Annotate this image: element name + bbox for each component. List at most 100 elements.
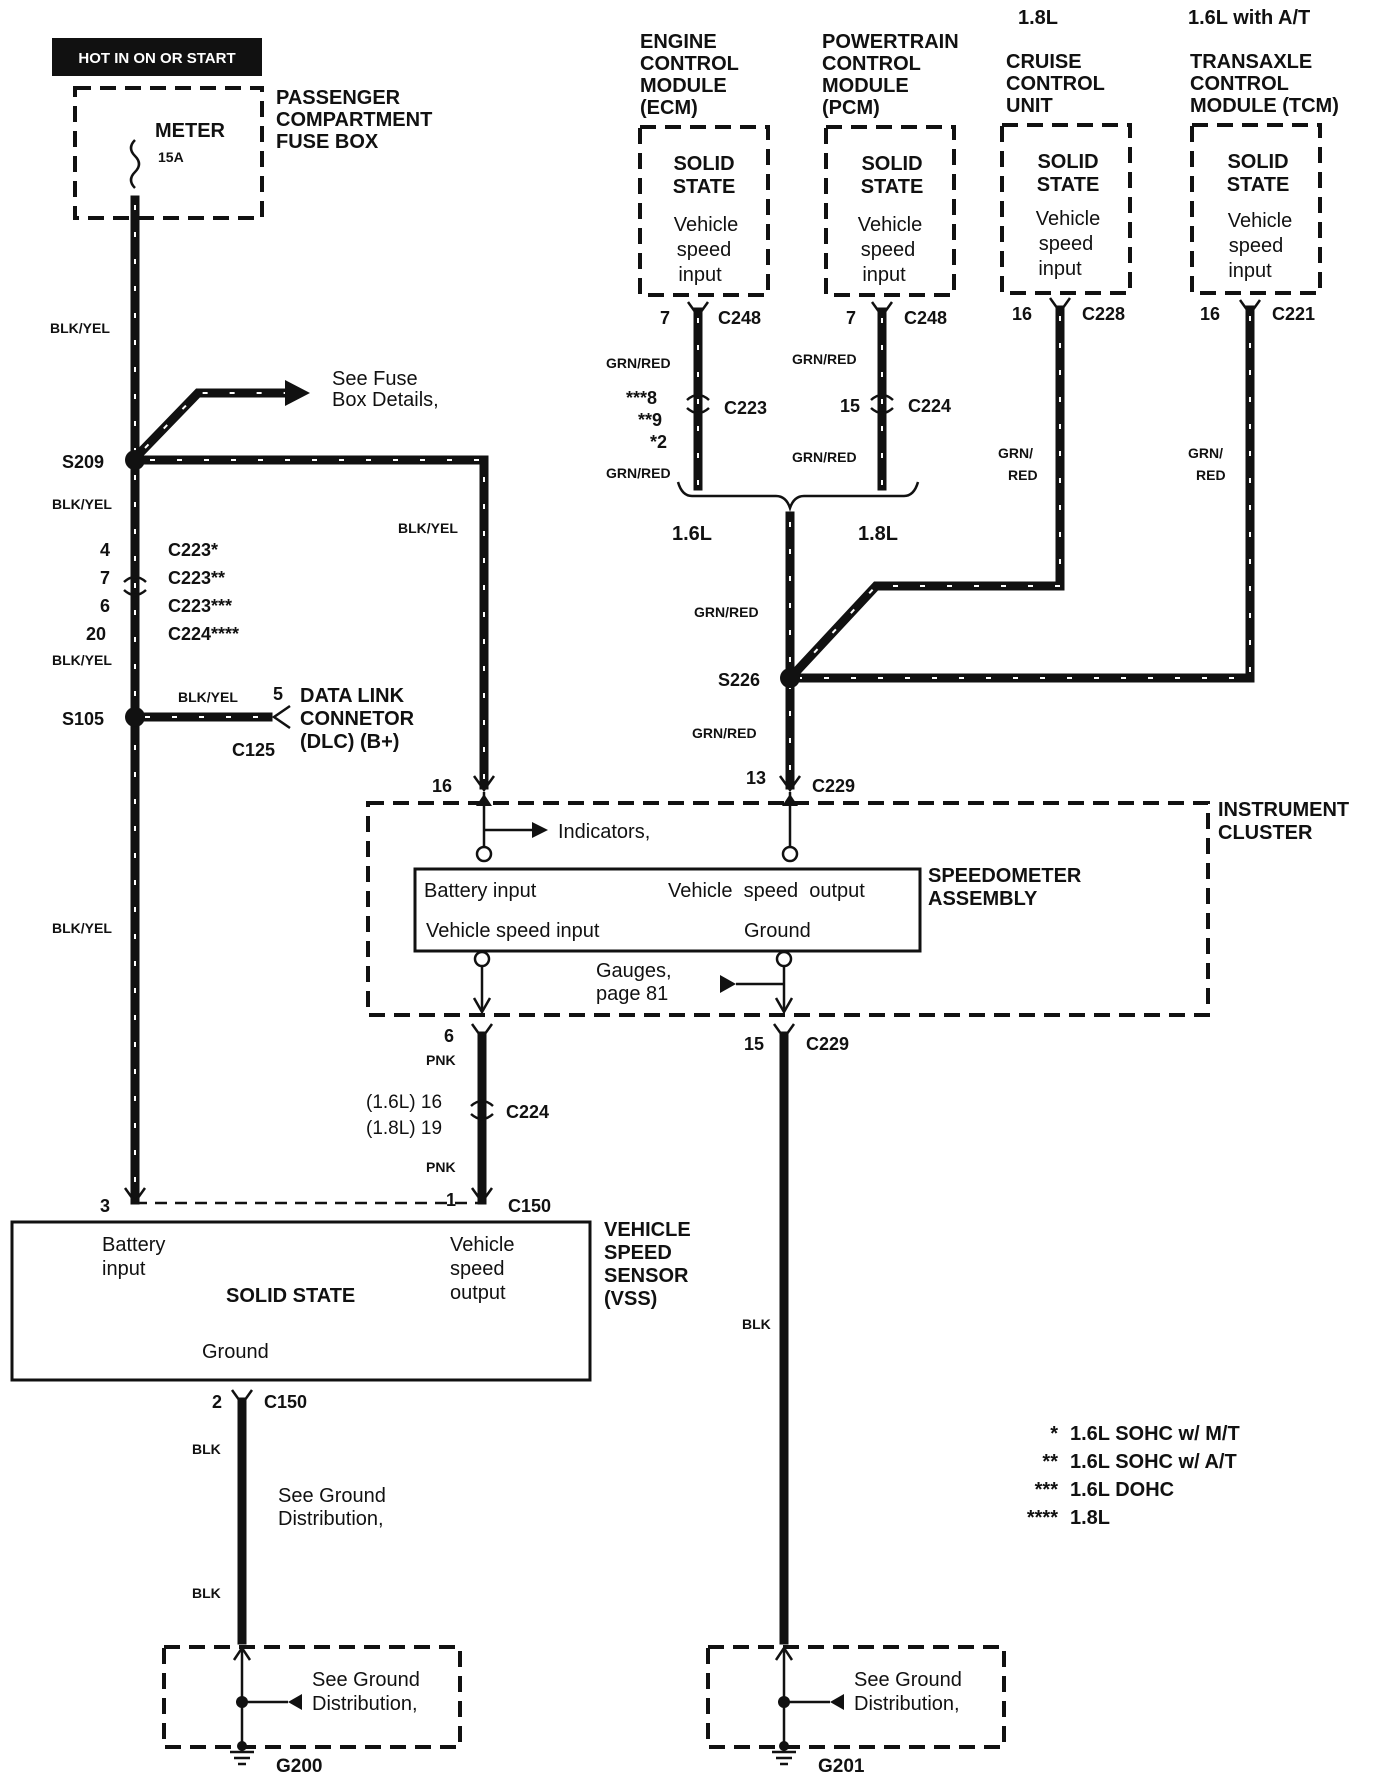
c223-name-4: C224****	[168, 624, 239, 644]
c224-pcm-connector: C224	[908, 396, 951, 416]
cruise-title-1: CRUISE	[1006, 51, 1082, 73]
vss-battery-input-2: input	[102, 1258, 146, 1280]
tcm-title-3: MODULE (TCM)	[1190, 95, 1339, 117]
wire-label-blk-yel-4: BLK/YEL	[52, 920, 112, 936]
pcm-wire-label-2: GRN/RED	[792, 449, 857, 465]
cruise-box	[1000, 123, 1132, 295]
c223-name-1: C223*	[168, 540, 218, 560]
footnote-mark-1: *	[1050, 1423, 1058, 1445]
cluster-pin-right-bottom: 15	[744, 1034, 764, 1054]
fuse-name: METER	[155, 120, 226, 142]
wire-label-blk-yel-2: BLK/YEL	[52, 496, 112, 512]
ecm-input-2: speed	[677, 239, 732, 261]
dlc-pin: 5	[273, 684, 283, 704]
vss-title-3: SENSOR	[604, 1265, 689, 1287]
pcm-input-1: Vehicle	[858, 214, 923, 236]
splice-s226	[780, 668, 800, 688]
vss-connector-ground: C150	[264, 1392, 307, 1412]
pnk-label-1: PNK	[426, 1052, 456, 1068]
c223-pin-4: 20	[86, 624, 106, 644]
fuse-symbol	[129, 139, 141, 189]
pnk-label-2: PNK	[426, 1159, 456, 1175]
fuse-details-arrow	[285, 380, 310, 406]
footnote-text-2: 1.6L SOHC w/ A/T	[1070, 1451, 1237, 1473]
speedo-vs-input: Vehicle speed input	[426, 920, 600, 942]
vss-output-connector	[470, 1187, 494, 1205]
cruise-solid-2: STATE	[1037, 174, 1100, 196]
trunk-connector-symbol	[123, 575, 147, 597]
vss-battery-input-1: Battery	[102, 1234, 165, 1256]
c223-ecm-pin-3: *2	[650, 432, 667, 452]
ground-left-box-2: Distribution,	[312, 1693, 418, 1715]
tcm-box	[1190, 123, 1322, 295]
see-fuse-1: See Fuse	[332, 368, 418, 390]
ecm-solid-2: STATE	[673, 176, 736, 198]
hot-label-bar	[52, 38, 262, 76]
fuse-box-outline	[73, 86, 264, 220]
ecm-connector: C248	[718, 308, 761, 328]
vss-output-3: output	[450, 1282, 506, 1304]
see-ground-left-1: See Ground	[278, 1485, 386, 1507]
wire-tcm-grn-red	[785, 305, 1255, 683]
speedo-ground: Ground	[744, 920, 811, 942]
footnote-mark-4: ****	[1027, 1507, 1058, 1529]
engine-split-left: 1.6L	[672, 523, 712, 545]
pcm-title-1: POWERTRAIN	[822, 31, 959, 53]
vss-title-2: SPEED	[604, 1242, 672, 1264]
tcm-connector: C221	[1272, 304, 1315, 324]
c224-pnk-line-1: (1.6L) 16	[366, 1092, 442, 1113]
cruise-input-2: speed	[1039, 233, 1094, 255]
c224-pcm-pin: 15	[840, 396, 860, 416]
c223-pin-3: 6	[100, 596, 110, 616]
cluster-pin-left-bottom: 6	[444, 1026, 454, 1046]
vss-output-1: Vehicle	[450, 1234, 515, 1256]
ecm-input-1: Vehicle	[674, 214, 739, 236]
tcm-title-2: CONTROL	[1190, 73, 1289, 95]
pcm-wire-label-1: GRN/RED	[792, 351, 857, 367]
blk-label-left-2: BLK	[192, 1585, 221, 1601]
vss-solid-state: SOLID STATE	[226, 1285, 355, 1307]
splice-s226-label: S226	[718, 670, 760, 690]
pcm-title-3: MODULE	[822, 75, 909, 97]
cruise-connector: C228	[1082, 304, 1125, 324]
pcm-input-2: speed	[861, 239, 916, 261]
c224-pnk-connector: C224	[506, 1102, 549, 1122]
c223-name-2: C223**	[168, 568, 225, 588]
dlc-wire-label: BLK/YEL	[178, 689, 238, 705]
dlc-line-3: (DLC) (B+)	[300, 731, 399, 753]
ground-right-name: G201	[818, 1756, 865, 1776]
hot-label: HOT IN ON OR START	[78, 50, 235, 67]
tcm-solid-2: STATE	[1227, 174, 1290, 196]
dlc-connector-symbol	[271, 704, 291, 730]
wire-label-blk-yel-3: BLK/YEL	[52, 652, 112, 668]
wire-s209-to-cluster	[130, 455, 489, 790]
cruise-input-3: input	[1038, 258, 1082, 280]
footnote-text-3: 1.6L DOHC	[1070, 1479, 1174, 1501]
ecm-box	[638, 125, 770, 297]
cruise-title-3: UNIT	[1006, 95, 1053, 117]
fuse-box-title-2: COMPARTMENT	[276, 109, 432, 131]
cluster-title-1: INSTRUMENT	[1218, 799, 1349, 821]
gauges-label-2: page 81	[596, 983, 668, 1005]
cruise-wire-label-1: GRN/	[998, 445, 1033, 461]
ecm-input-3: input	[678, 264, 722, 286]
dlc-connector: C125	[232, 740, 275, 760]
speedo-vs-output: Vehicle speed output	[668, 880, 865, 902]
ground-right-box-1: See Ground	[854, 1669, 962, 1691]
wire-label-blk-yel-5: BLK/YEL	[398, 520, 458, 536]
vss-battery-connector	[123, 1187, 147, 1205]
ecm-title-4: (ECM)	[640, 97, 698, 119]
pcm-input-3: input	[862, 264, 906, 286]
cruise-wire-label-2: RED	[1008, 467, 1038, 483]
ground-symbol-right	[772, 1750, 796, 1766]
vss-pin-battery: 3	[100, 1196, 110, 1216]
ecm-title-3: MODULE	[640, 75, 727, 97]
see-ground-left-2: Distribution,	[278, 1508, 384, 1530]
ecm-title-1: ENGINE	[640, 31, 717, 53]
pcm-solid-1: SOLID	[861, 153, 922, 175]
c223-ecm-connector: C223	[724, 398, 767, 418]
gauges-label-1: Gauges,	[596, 960, 672, 982]
dlc-line-1: DATA LINK	[300, 685, 405, 707]
footnote-text-1: 1.6L SOHC w/ M/T	[1070, 1423, 1240, 1445]
vss-title-4: (VSS)	[604, 1288, 657, 1310]
